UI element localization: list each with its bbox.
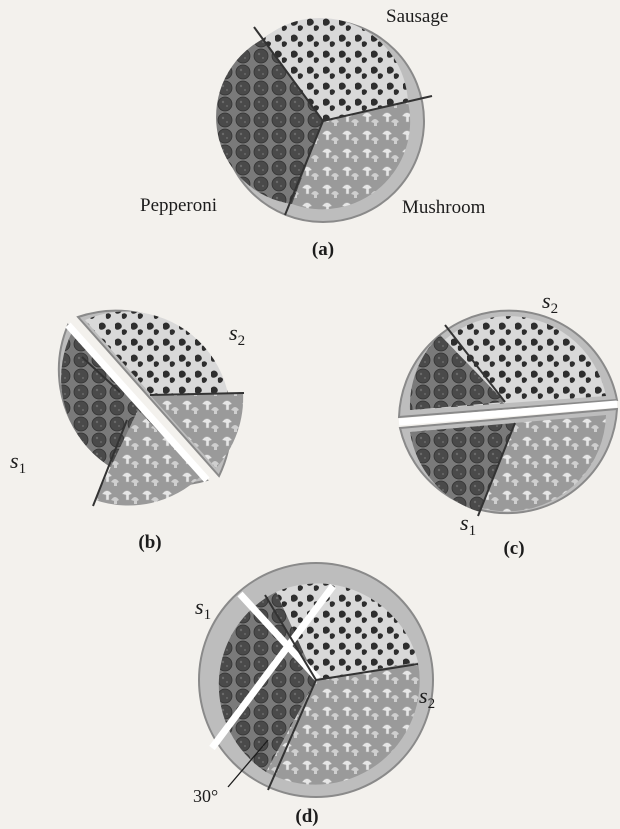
s2-label-c: s2 [542,288,558,317]
pizza-a [216,18,432,222]
s1-label-b: s1 [10,448,26,477]
pizza-d [199,563,433,797]
caption-c: (c) [503,538,524,559]
s1-label-d: s1 [195,594,211,623]
s1-label-c: s1 [460,510,476,539]
pizza-b [59,311,244,506]
mushroom-label: Mushroom [402,197,486,218]
pepperoni-label: Pepperoni [140,195,217,216]
angle-label: 30° [193,786,218,806]
s2-label-b: s2 [229,320,245,349]
caption-b: (b) [138,532,161,553]
sausage-label: Sausage [386,6,448,27]
caption-a: (a) [312,239,334,260]
caption-d: (d) [295,806,318,827]
pizza-c [399,311,617,516]
